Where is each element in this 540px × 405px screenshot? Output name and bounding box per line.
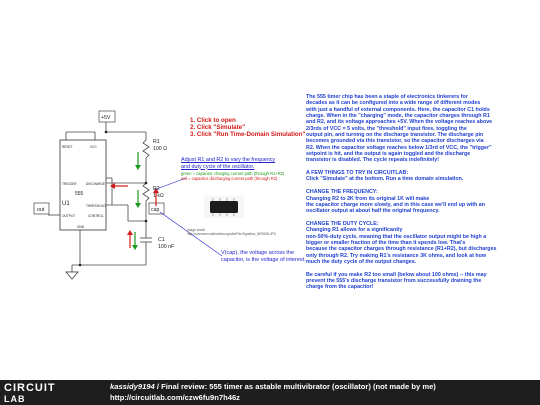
ground-icon — [65, 271, 79, 280]
footer-url[interactable]: http://circuitlab.com/czw6fu9n7h46z — [110, 393, 240, 402]
vcap-note: V(cap), the voltage across the capacitor… — [221, 250, 311, 263]
circuit-title: Final review: 555 timer as astable multi… — [161, 382, 436, 391]
footer-separator: / — [154, 382, 162, 391]
c1-value: 100 nF — [158, 244, 174, 250]
ic-part: 555 — [75, 191, 84, 197]
cap-label: cap — [151, 207, 159, 213]
r1-name: R1 — [153, 139, 160, 145]
step-3: 3. Click "Run Time-Domain Simulation" — [190, 131, 306, 139]
image-credit-url[interactable]: http://commons.wikimedia.org/wiki/File:S… — [187, 232, 277, 236]
ic-name: U1 — [62, 201, 70, 207]
pin-threshold: THRESHOLD — [86, 204, 106, 208]
current-legend: green = capacitor charging current path … — [181, 171, 284, 181]
footer-title: kassidy9194 / Final review: 555 timer as… — [110, 382, 436, 391]
pin-trigger: TRIGGER — [62, 182, 77, 186]
r2-name: R2 — [153, 186, 160, 192]
explanation-para1: The 555 timer chip has been a staple of … — [306, 94, 493, 164]
pin-output: OUTPUT — [62, 214, 75, 218]
pin-reset: RESET — [62, 145, 73, 149]
ic-photo — [204, 196, 244, 218]
pin-vcc: VCC — [90, 145, 97, 149]
vcap-note-line1: V(cap), the voltage across the — [221, 250, 295, 256]
out-flag[interactable] — [33, 202, 50, 215]
image-credit: Image credit: http://commons.wikimedia.o… — [187, 228, 277, 236]
steps-list: 1. Click to open 2. Click "Simulate" 3. … — [190, 117, 305, 139]
step-1[interactable]: 1. Click to open — [190, 117, 236, 124]
current-arrows — [110, 152, 159, 250]
legend-red: red = capacitor discharging current path… — [181, 176, 278, 182]
out-label: out — [37, 207, 45, 213]
supply-flag[interactable] — [98, 110, 116, 123]
circuitlab-logo[interactable]: CIRCUIT LAB — [4, 382, 56, 404]
adjust-note-line1: Adjust R1 and R2 to vary the frequency — [181, 157, 276, 163]
footer-bar: CIRCUIT LAB kassidy9194 / Final review: … — [0, 380, 540, 405]
vcap-note-line2: capacitor, is the voltage of interest. — [221, 256, 306, 263]
adjust-note: Adjust R1 and R2 to vary the frequency a… — [181, 157, 275, 170]
r1-value: 100 Ω — [153, 146, 167, 152]
r2-value: 1 kΩ — [153, 193, 164, 199]
pin-control: CONTROL — [88, 214, 104, 218]
explanation-para2: A FEW THINGS TO TRY IN CIRCUITLAB:Click … — [306, 170, 464, 183]
supply-label: +5V — [101, 115, 111, 121]
schematic-canvas[interactable]: +5V R1 100 Ω R2 1 kΩ C1 100 nF out cap U… — [0, 0, 540, 380]
c1-name: C1 — [158, 237, 165, 243]
footer-username[interactable]: kassidy9194 — [110, 382, 155, 391]
legend-green: green = capacitor charging current path … — [181, 171, 285, 176]
explanation-para5: Be careful if you make R2 too small (bel… — [306, 271, 487, 291]
explanation-para4: CHANGE THE DUTY CYCLE:Changing R1 allows… — [306, 220, 497, 265]
image-credit-title: Image credit: — [187, 228, 206, 232]
pin-gnd: GND — [77, 225, 85, 229]
explanation-text: The 555 timer chip has been a staple of … — [306, 94, 538, 291]
adjust-note-line2: and duty cycle of the oscillator. — [181, 163, 255, 170]
explanation-para3: CHANGE THE FREQUENCY:Changing R2 to 2K f… — [306, 189, 486, 215]
step-2: 2. Click "Simulate" — [190, 124, 246, 132]
pin-discharge: DISCHARGE — [86, 182, 105, 186]
